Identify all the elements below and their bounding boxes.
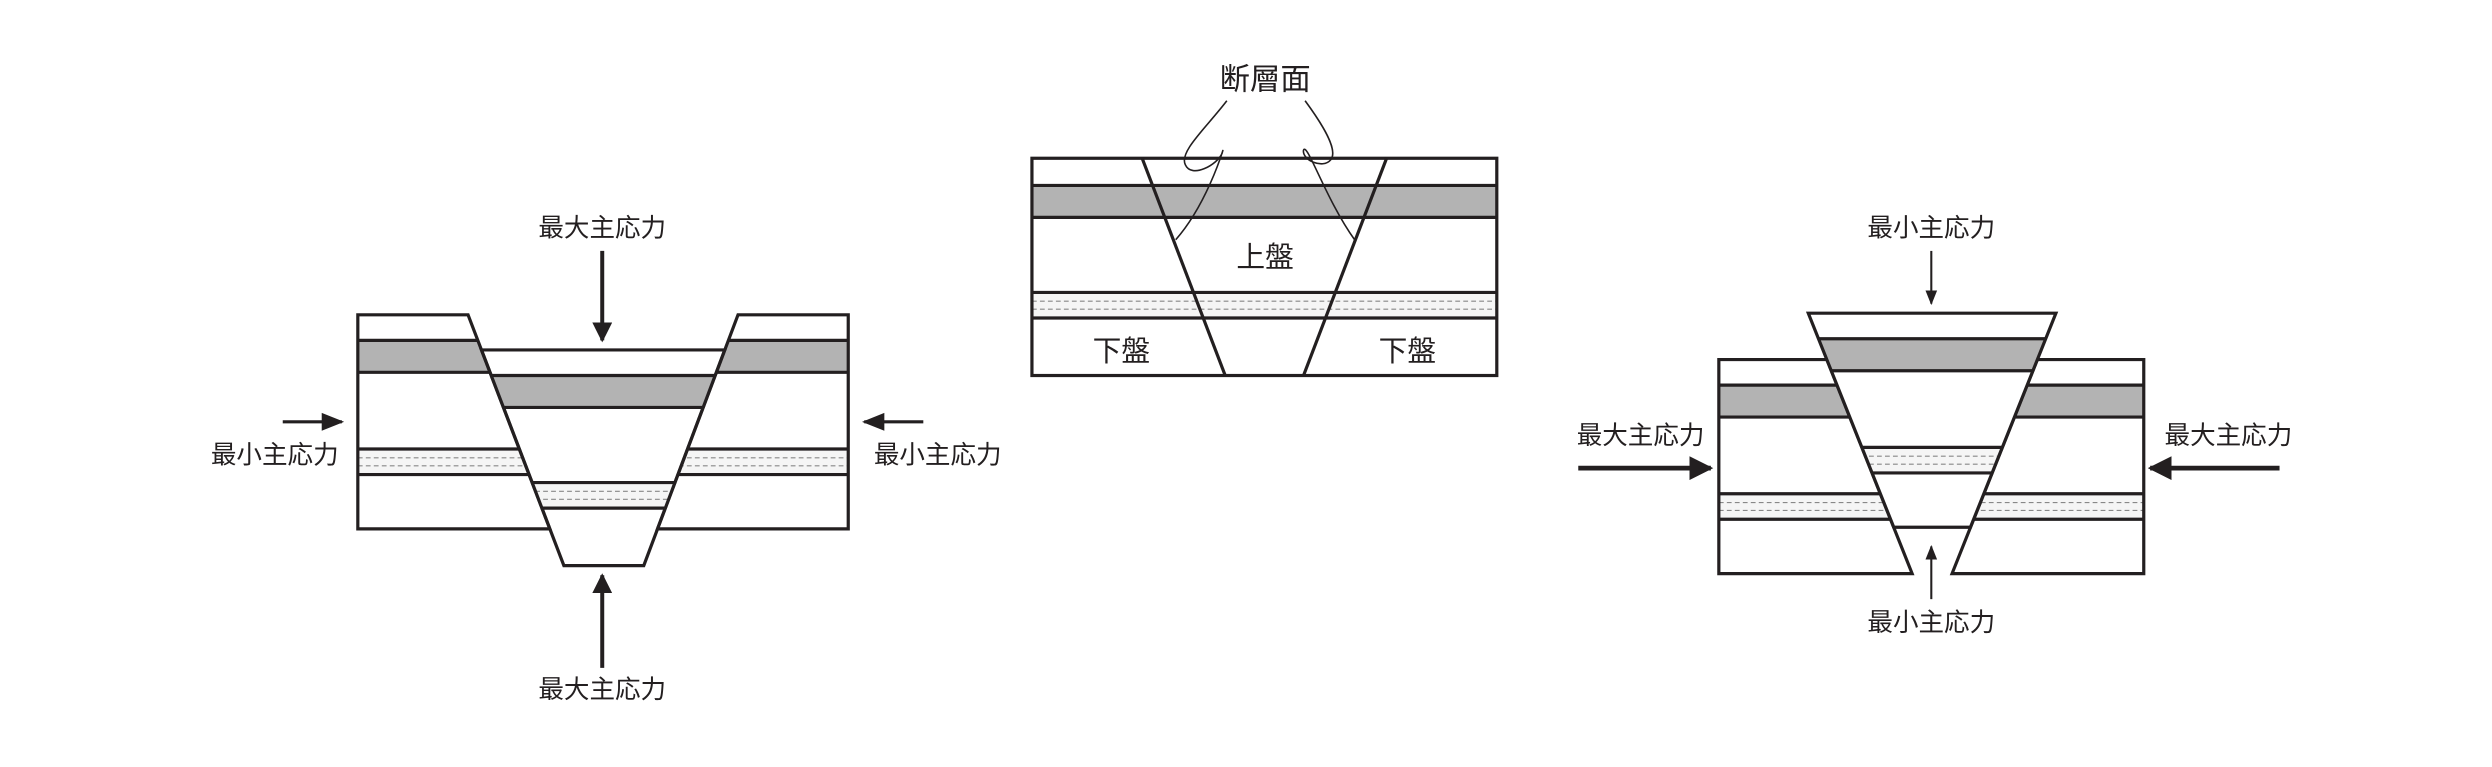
top-stress-label: 最大主応力 — [538, 214, 666, 244]
right-diagram: 最小主応力 最小主応力 最大主応力 最大主応力 — [1577, 214, 2293, 639]
strata-box — [1030, 156, 1499, 378]
right-stress-label: 最小主応力 — [874, 440, 1002, 470]
left-stress-label: 最小主応力 — [211, 440, 339, 470]
left-diagram: 最大主応力 最大主応力 最小主応力 最小主応力 — [211, 214, 1002, 706]
right-stress-label: 最大主応力 — [2165, 421, 2293, 451]
middle-diagram: 断層面 上盤 下盤 下盤 — [1030, 63, 1499, 378]
bottom-stress-label: 最大主応力 — [538, 675, 666, 705]
left-stress-label: 最大主応力 — [1577, 421, 1705, 451]
left-footwall-block — [1717, 357, 1915, 576]
right-fault-line — [1302, 157, 1389, 377]
fault-plane-leader-left — [1175, 100, 1228, 241]
fault-plane-label: 断層面 — [1220, 63, 1311, 98]
bottom-stress-label: 最小主応力 — [1867, 608, 1995, 638]
footwall-right-label: 下盤 — [1379, 334, 1437, 368]
top-stress-label: 最小主応力 — [1867, 214, 1995, 244]
hanging-wall-label: 上盤 — [1236, 240, 1294, 274]
left-fault-line — [1140, 157, 1227, 377]
fault-plane-leader-right — [1302, 100, 1356, 241]
footwall-left-label: 下盤 — [1093, 334, 1151, 368]
